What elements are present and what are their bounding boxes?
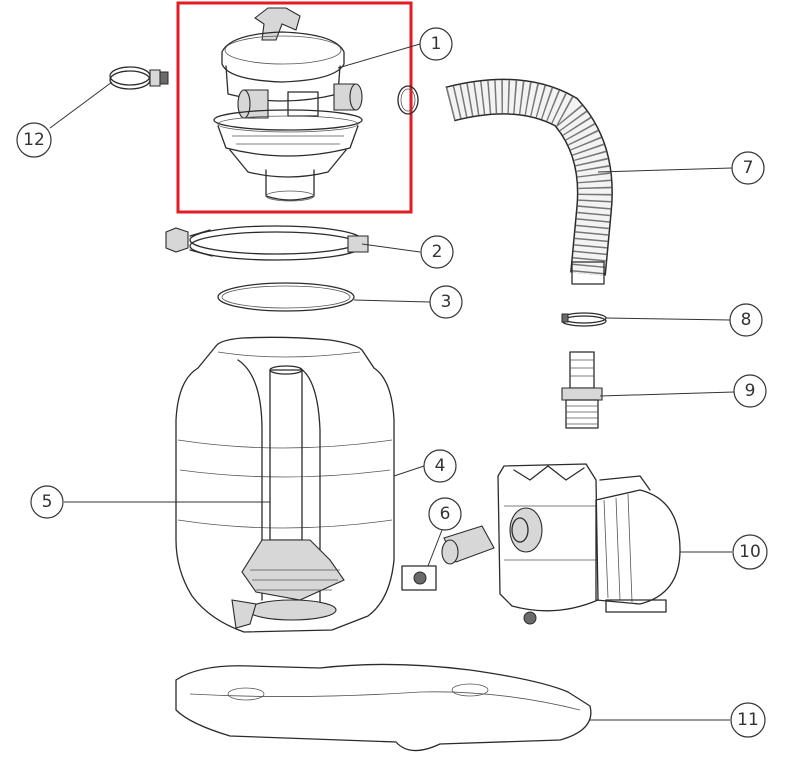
part-7-hose (397, 78, 613, 285)
callout-8: 8 (729, 303, 763, 337)
part-11-base (175, 663, 592, 752)
callout-7-label: 7 (743, 158, 754, 178)
highlight-box (176, 1, 413, 214)
callout-9-label: 9 (745, 381, 756, 401)
callout-6-label: 6 (440, 504, 451, 524)
part-8-hose-clamp (561, 312, 607, 327)
callout-4-label: 4 (435, 456, 446, 476)
callout-9: 9 (733, 374, 767, 408)
leader-lines (49, 43, 735, 721)
callout-4: 4 (423, 449, 457, 483)
part-12-saddle-clamp (109, 66, 169, 90)
callout-11-label: 11 (737, 710, 759, 730)
callout-12-label: 12 (23, 130, 45, 150)
leader-4 (393, 465, 425, 477)
leader-1 (337, 43, 421, 69)
callout-2-label: 2 (432, 242, 443, 262)
part-1-multiport-valve (213, 7, 363, 202)
leader-2 (361, 243, 421, 253)
callout-10-label: 10 (739, 542, 761, 562)
part-5-lateral-assembly (231, 365, 345, 629)
callout-7: 7 (731, 151, 765, 185)
callout-3-label: 3 (441, 292, 452, 312)
callout-11: 11 (730, 702, 766, 738)
part-2-clamp-ring (165, 225, 369, 261)
leader-9 (599, 391, 735, 397)
callout-6: 6 (428, 497, 462, 531)
leader-12 (49, 81, 113, 129)
callout-1: 1 (419, 27, 453, 61)
part-9-threaded-adapter (561, 351, 603, 429)
callout-10: 10 (732, 534, 768, 570)
leader-8 (605, 317, 731, 321)
callout-2: 2 (420, 235, 454, 269)
part-10-pump (497, 463, 681, 625)
callout-5-label: 5 (42, 492, 53, 512)
callout-5: 5 (30, 485, 64, 519)
callout-12: 12 (16, 122, 52, 158)
leader-3 (353, 299, 431, 303)
leader-6 (427, 529, 443, 567)
callout-1-label: 1 (431, 34, 442, 54)
part-6-fitting (401, 525, 495, 591)
part-4-filter-tank (175, 336, 395, 633)
leader-7 (597, 167, 733, 173)
part-3-o-ring (217, 282, 355, 312)
callout-8-label: 8 (741, 310, 752, 330)
callout-3: 3 (429, 285, 463, 319)
